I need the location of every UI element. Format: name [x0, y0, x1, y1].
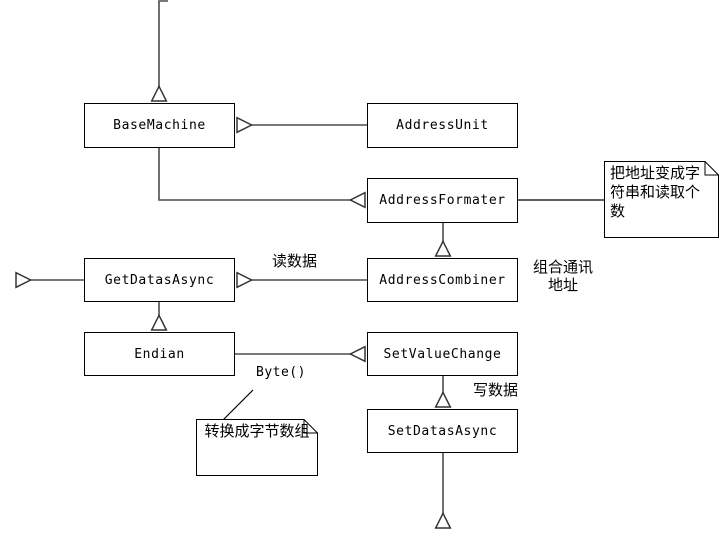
node-set-datas-async[interactable]: SetDatasAsync [367, 409, 518, 453]
note-address-formater[interactable]: 把地址变成字符串和读取个数 [604, 161, 719, 238]
node-label: AddressUnit [396, 118, 489, 133]
node-label: AddressCombiner [379, 272, 506, 288]
node-label: AddressFormater [379, 193, 506, 208]
label-write-data: 写数据 [473, 381, 519, 399]
node-address-combiner[interactable]: AddressCombiner [367, 258, 518, 302]
node-address-unit[interactable]: AddressUnit [367, 103, 518, 148]
node-label: Endian [134, 346, 185, 362]
node-set-value-change[interactable]: SetValueChange [367, 332, 518, 376]
node-label: SetValueChange [383, 346, 502, 362]
note-text: 把地址变成字符串和读取个数 [610, 164, 701, 221]
node-address-formater[interactable]: AddressFormater [367, 178, 518, 223]
note-shape [196, 419, 318, 476]
label-combine-address: 组合通讯 地址 [533, 258, 594, 294]
node-label: GetDatasAsync [104, 272, 215, 288]
node-base-machine[interactable]: BaseMachine [84, 103, 235, 148]
label-read-data: 读数据 [272, 252, 318, 270]
edge-entry-to-base-machine [159, 0, 168, 101]
edge-endian-note-leader [221, 389, 254, 422]
node-label: SetDatasAsync [387, 423, 498, 439]
label-byte-array: Byte() [256, 365, 306, 380]
note-text: 转换成字节数组 [204, 422, 310, 440]
edge-base-machine-to-address-formater [158, 148, 365, 200]
node-endian[interactable]: Endian [84, 332, 235, 376]
note-shape [604, 161, 719, 238]
node-label: BaseMachine [113, 118, 206, 133]
node-get-datas-async[interactable]: GetDatasAsync [84, 258, 235, 302]
note-endian[interactable]: 转换成字节数组 [196, 419, 318, 476]
